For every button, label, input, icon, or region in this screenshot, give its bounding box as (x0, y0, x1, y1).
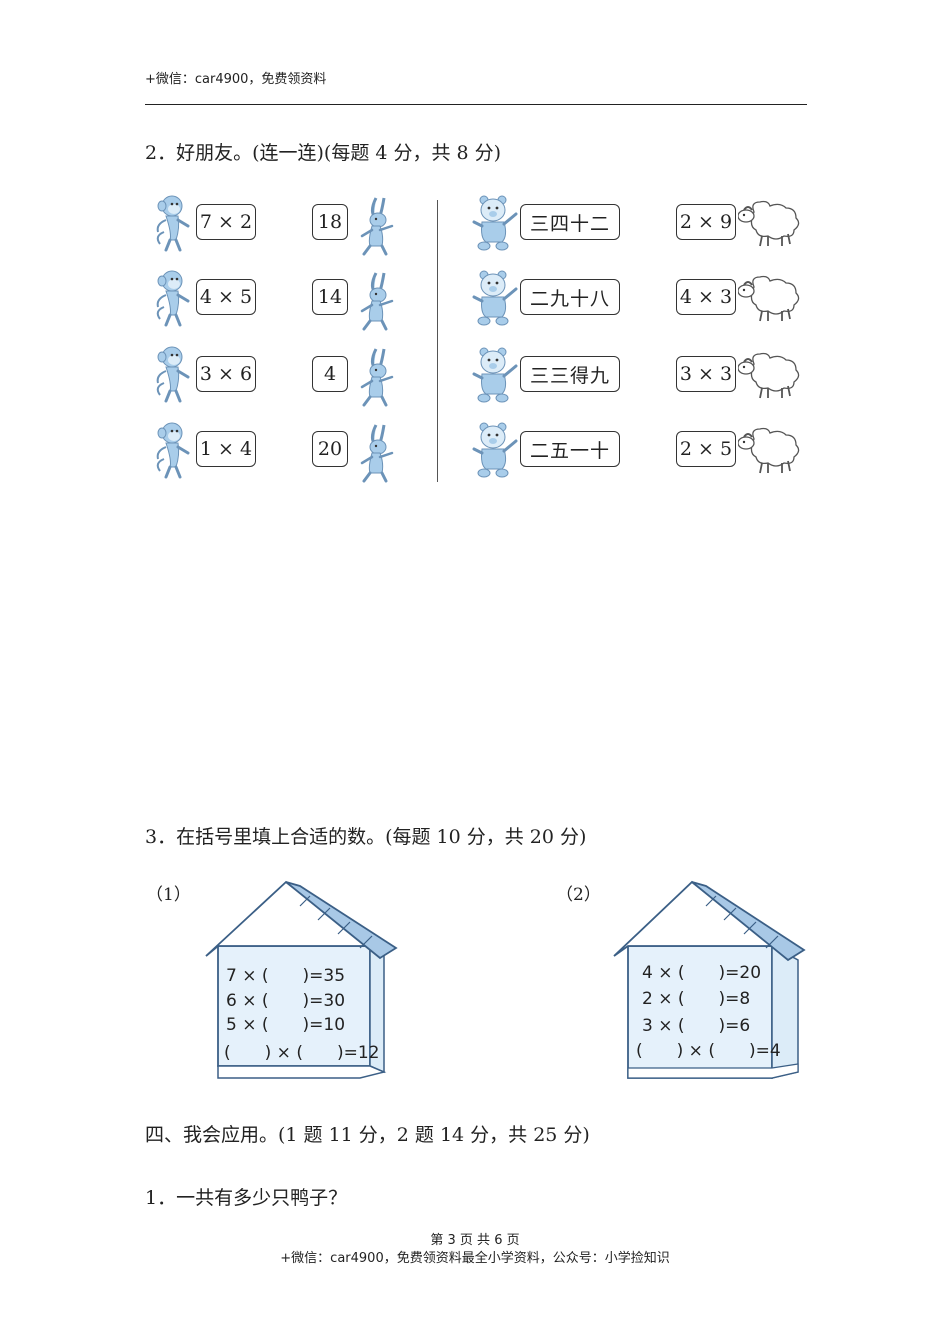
house-2-label: （2） (556, 885, 601, 905)
sheep-icon (738, 200, 800, 247)
monkey-box-2[interactable]: 4 × 5 (196, 279, 256, 315)
monkey-box-3[interactable]: 3 × 6 (196, 356, 256, 392)
question-3-title: 3．在括号里填上合适的数。(每题 10 分，共 20 分) (145, 826, 587, 848)
page-number: 第 3 页 共 6 页 (430, 1233, 520, 1248)
monkey-icon (156, 194, 190, 252)
bear-box-2[interactable]: 二九十八 (520, 279, 620, 315)
sheep-icon (738, 352, 800, 399)
sheep-icon (738, 427, 800, 474)
rabbit-icon (360, 347, 394, 407)
matching-divider (437, 200, 438, 482)
monkey-icon (156, 421, 190, 479)
sheep-box-2[interactable]: 4 × 3 (676, 279, 736, 315)
monkey-box-4[interactable]: 1 × 4 (196, 431, 256, 467)
rabbit-icon (360, 196, 394, 256)
rabbit-box-2[interactable]: 14 (312, 279, 348, 315)
bear-icon (472, 346, 518, 404)
header-rule (145, 104, 807, 105)
sheep-box-4[interactable]: 2 × 5 (676, 431, 736, 467)
question-2-title: 2．好朋友。(连一连)(每题 4 分，共 8 分) (145, 142, 502, 164)
house-2-line-2: 2 × ( )=8 (642, 989, 751, 1009)
house-2-icon (613, 880, 806, 1079)
sheep-icon (738, 275, 800, 322)
monkey-icon (156, 269, 190, 327)
bear-box-1[interactable]: 三四十二 (520, 204, 620, 240)
rabbit-icon (360, 271, 394, 331)
house-1-icon (205, 880, 398, 1079)
rabbit-box-1[interactable]: 18 (312, 204, 348, 240)
rabbit-icon (360, 423, 394, 483)
sheep-box-1[interactable]: 2 × 9 (676, 204, 736, 240)
section-4-title: 四、我会应用。(1 题 11 分，2 题 14 分，共 25 分) (145, 1124, 590, 1146)
rabbit-box-3[interactable]: 4 (312, 356, 348, 392)
house-1-line-1: 7 × ( )=35 (226, 966, 346, 986)
house-2-line-3: 3 × ( )=6 (642, 1016, 751, 1036)
house-2-line-1: 4 × ( )=20 (642, 963, 762, 983)
house-1-line-4: ( ) × ( )=12 (224, 1043, 380, 1063)
house-1-line-2: 6 × ( )=30 (226, 991, 346, 1011)
header-watermark: +微信：car4900，免费领资料 (145, 72, 327, 87)
bear-box-4[interactable]: 二五一十 (520, 431, 620, 467)
bear-icon (472, 269, 518, 327)
section-4-question-1: 1．一共有多少只鸭子？ (145, 1187, 348, 1209)
monkey-box-1[interactable]: 7 × 2 (196, 204, 256, 240)
bear-icon (472, 421, 518, 479)
rabbit-box-4[interactable]: 20 (312, 431, 348, 467)
house-2-line-4: ( ) × ( )=4 (636, 1041, 781, 1061)
bear-icon (472, 194, 518, 252)
footer-watermark: +微信：car4900，免费领资料最全小学资料，公众号：小学捡知识 (280, 1251, 670, 1266)
monkey-icon (156, 345, 190, 403)
bear-box-3[interactable]: 三三得九 (520, 356, 620, 392)
house-1-line-3: 5 × ( )=10 (226, 1015, 346, 1035)
house-1-label: （1） (146, 885, 191, 905)
sheep-box-3[interactable]: 3 × 3 (676, 356, 736, 392)
